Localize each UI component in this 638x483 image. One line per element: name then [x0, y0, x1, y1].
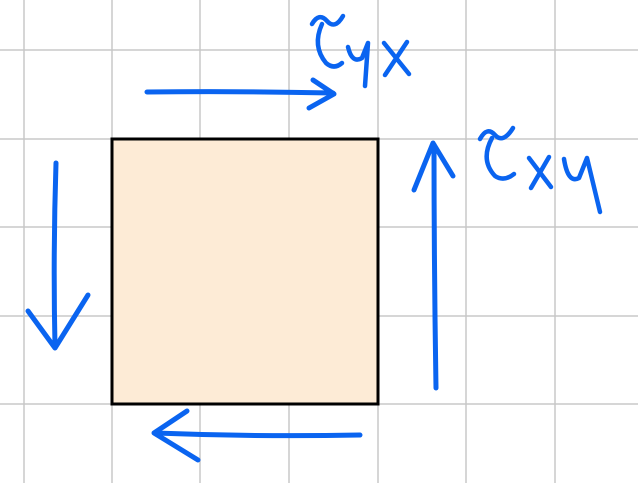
right-shear-arrow	[411, 140, 456, 391]
tau-yx-label: τyx	[360, 85, 362, 87]
bottom-shear-arrow	[151, 408, 363, 463]
tau-xy-label-symbol	[477, 125, 603, 215]
top-shear-arrow	[144, 77, 337, 111]
stress-element-square	[110, 137, 380, 406]
left-shear-arrow	[25, 160, 91, 351]
tau-yx-label-symbol	[309, 13, 412, 89]
tau-xy-label: τxy	[540, 185, 542, 187]
